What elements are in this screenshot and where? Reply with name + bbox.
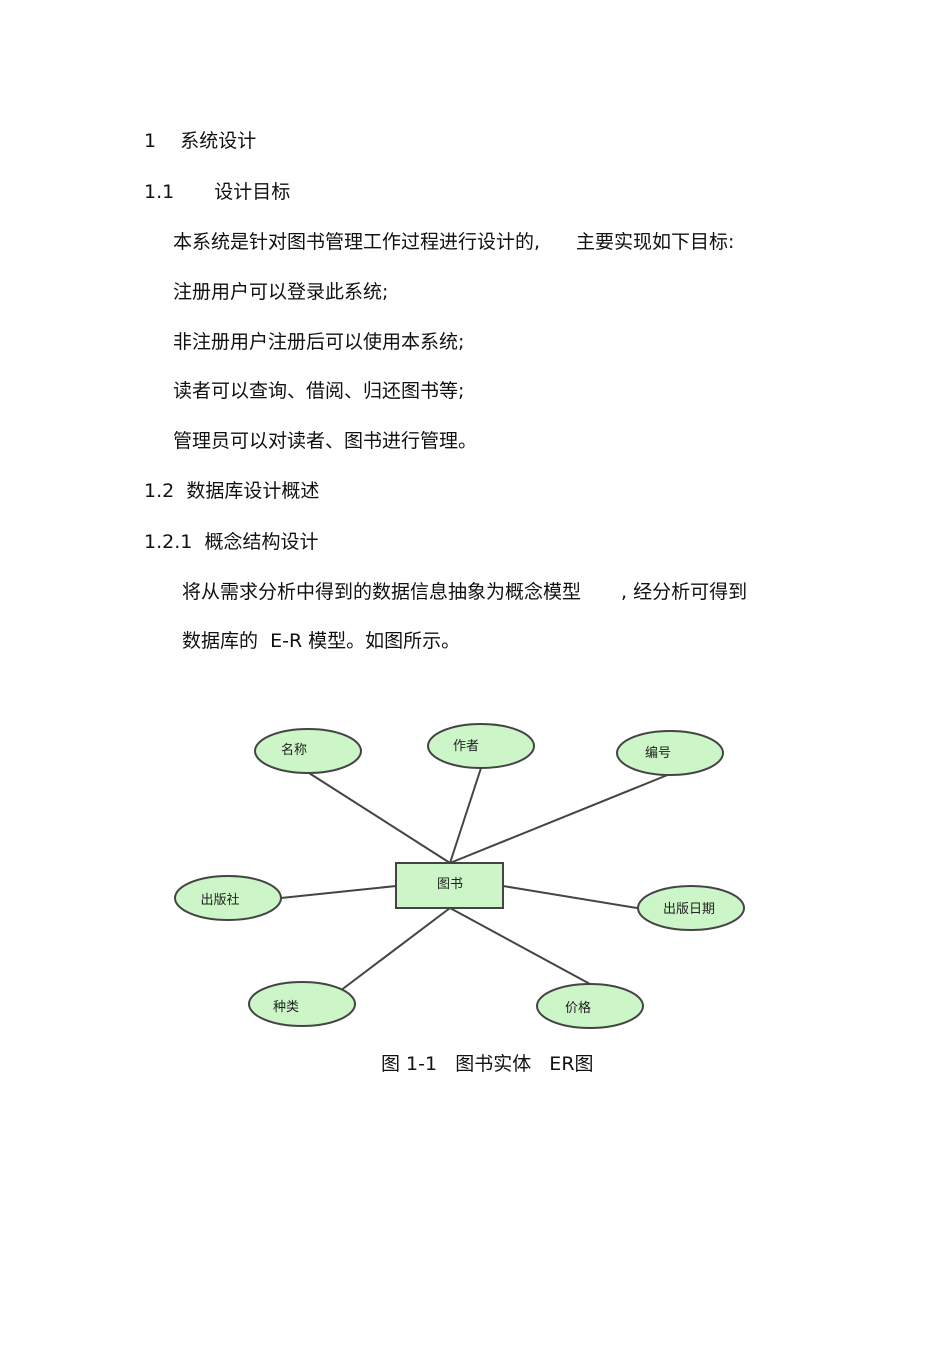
heading-number: 1.2.1	[144, 531, 193, 553]
attr-label: 作者	[452, 739, 480, 754]
er-connectors	[280, 767, 671, 992]
concept-paragraph: 将从需求分析中得到的数据信息抽象为概念模型 , 经分析可得到	[182, 580, 747, 604]
attr-publish-date	[637, 885, 745, 931]
attr-category	[248, 981, 356, 1027]
attr-label: 出版日期	[662, 902, 716, 917]
goal-item: 非注册用户注册后可以使用本系统;	[173, 331, 465, 353]
concept-text-b: , 经分析可得到	[621, 581, 748, 603]
goal-item: 管理员可以对读者、图书进行管理。	[173, 430, 478, 452]
heading-title: 数据库设计概述	[186, 480, 320, 502]
figure-caption: 图 1-1 图书实体 ER图	[381, 1053, 594, 1075]
concept-text-a: 将从需求分析中得到的数据信息抽象为概念模型	[182, 581, 582, 603]
heading-number: 1.2	[144, 480, 175, 502]
heading-title: 概念结构设计	[204, 531, 319, 553]
attr-author	[427, 723, 535, 769]
heading-number: 1	[144, 130, 157, 152]
heading-1-2: 1.2 数据库设计概述	[144, 479, 319, 503]
attr-id	[616, 730, 724, 776]
heading-title: 系统设计	[180, 130, 257, 152]
entity-label: 图书	[436, 877, 464, 892]
attr-name	[254, 728, 362, 774]
entity-book	[395, 862, 504, 909]
attr-label: 名称	[280, 743, 308, 758]
heading-1-1: 1.1 设计目标	[144, 180, 290, 204]
intro-text-b: 主要实现如下目标:	[576, 231, 735, 253]
attr-publisher	[174, 875, 282, 921]
goal-item: 注册用户可以登录此系统;	[173, 281, 389, 303]
intro-paragraph: 本系统是针对图书管理工作过程进行设计的, 主要实现如下目标:	[173, 230, 734, 254]
heading-1-2-1: 1.2.1 概念结构设计	[144, 530, 318, 554]
heading-number: 1.1	[144, 181, 175, 203]
attr-label: 价格	[564, 1001, 592, 1016]
heading-1: 1 系统设计	[144, 129, 256, 153]
attr-price	[536, 983, 644, 1029]
attr-label: 种类	[272, 1000, 300, 1015]
attr-label: 出版社	[200, 893, 240, 908]
intro-text-a: 本系统是针对图书管理工作过程进行设计的,	[173, 231, 541, 253]
goal-item: 读者可以查询、借阅、归还图书等;	[173, 380, 465, 402]
heading-title: 设计目标	[214, 181, 291, 203]
attr-label: 编号	[644, 746, 672, 761]
concept-paragraph-cont: 数据库的 E-R 模型。如图所示。	[182, 630, 461, 652]
